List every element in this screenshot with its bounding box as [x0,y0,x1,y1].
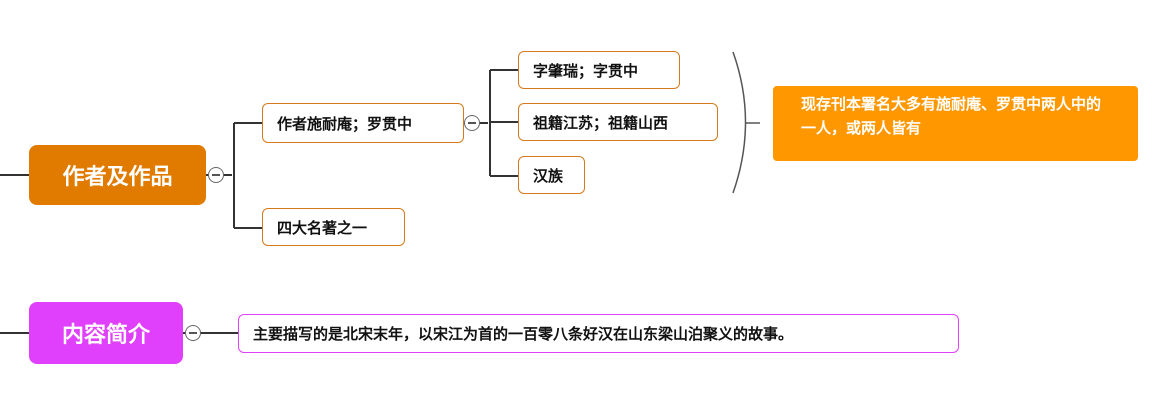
collapse-icon[interactable] [185,325,201,341]
main-node-label: 内容简介 [61,323,150,348]
main-node-label: 作者及作品 [62,165,173,190]
node-label: 四大名著之一 [277,218,368,237]
node-label: 主要描写的是北宋末年，以宋江为首的一百零八条好汉在山东梁山泊聚义的故事。 [253,325,794,343]
node-content-description[interactable]: 主要描写的是北宋末年，以宋江为首的一百零八条好汉在山东梁山泊聚义的故事。 [238,314,959,353]
collapse-icon[interactable] [208,167,224,183]
node-classic[interactable]: 四大名著之一 [262,208,405,246]
node-label: 作者施耐庵；罗贯中 [277,114,413,133]
node-ancestral-home[interactable]: 祖籍江苏；祖籍山西 [518,103,718,141]
node-label: 祖籍江苏；祖籍山西 [533,113,669,132]
main-node-author-works[interactable]: 作者及作品 [29,145,206,205]
summary-note[interactable]: 现存刊本署名大多有施耐庵、罗贯中两人中的一人，或两人皆有 [773,86,1138,161]
collapse-icon[interactable] [464,115,480,131]
node-label: 汉族 [533,166,564,185]
node-ethnicity[interactable]: 汉族 [518,156,585,194]
summary-text: 现存刊本署名大多有施耐庵、罗贯中两人中的一人，或两人皆有 [801,95,1102,137]
main-node-content[interactable]: 内容简介 [29,302,183,364]
node-author[interactable]: 作者施耐庵；罗贯中 [262,103,464,143]
node-courtesy-name[interactable]: 字肇瑞；字贯中 [518,51,680,89]
node-label: 字肇瑞；字贯中 [533,61,639,80]
